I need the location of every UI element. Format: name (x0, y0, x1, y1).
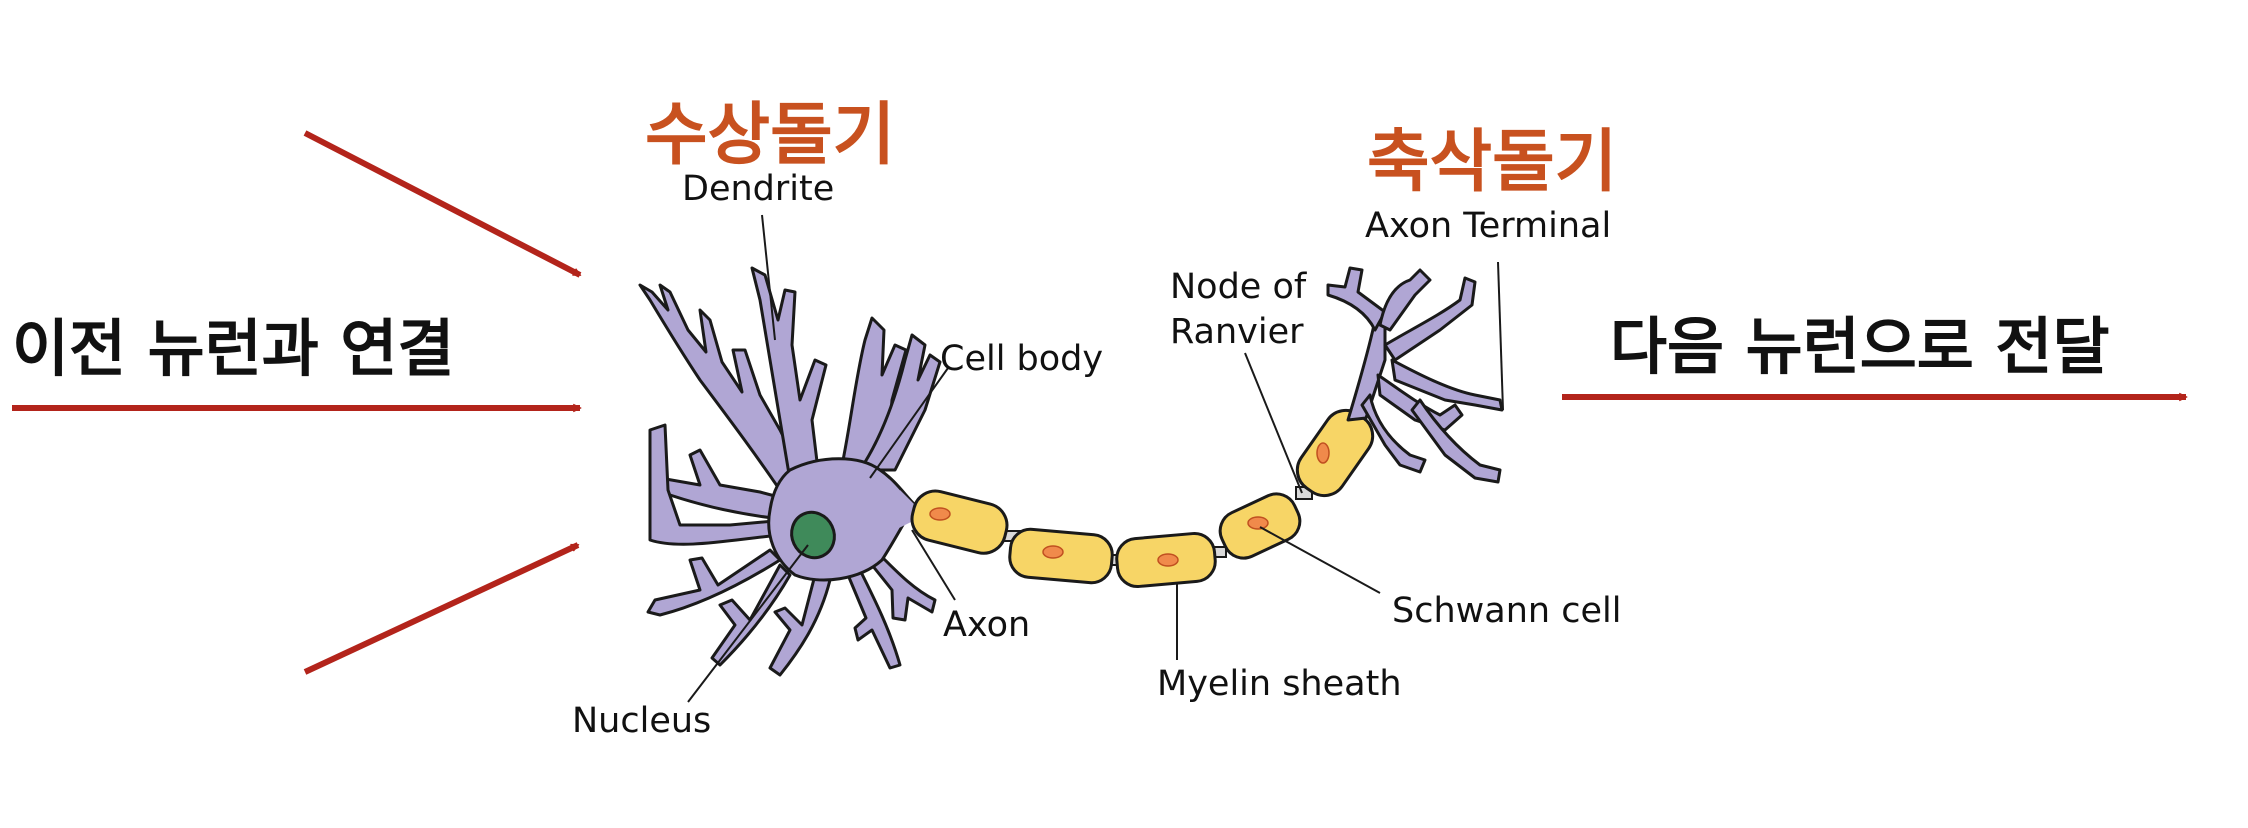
dendrite-lower-right-2 (870, 553, 937, 622)
myelin-segment-1 (910, 489, 1009, 555)
schwann-nuclei (929, 442, 1330, 567)
leader-node-of-ranvier (1244, 352, 1303, 494)
dendrite-lower-left-2 (710, 563, 792, 667)
input-connection-text: 이전 뉴런과 연결 (12, 312, 454, 385)
dendrite-label: Dendrite (682, 169, 834, 209)
leader-axon-terminal (1497, 261, 1504, 411)
leader-dendrite (761, 214, 776, 341)
nucleus-label: Nucleus (572, 701, 711, 741)
leader-lines (687, 214, 1504, 703)
dendrite-upper-left (638, 283, 802, 507)
leader-nucleus (687, 544, 809, 703)
axon-label: Axon (943, 605, 1030, 645)
dendrite-left (648, 448, 792, 522)
axon-terminal-korean-label: 축삭돌기 (1367, 123, 1617, 202)
input-arrow-bottom (303, 542, 578, 675)
output-transmission-text: 다음 뉴런으로 전달 (1610, 310, 2110, 383)
node-of-ranvier-label-line2: Ranvier (1170, 312, 1304, 352)
dendrite-upper-middle (750, 266, 828, 482)
dendrite-lower-right (846, 568, 902, 670)
dendrite-upper-right (838, 316, 908, 477)
leader-schwann-cell (1259, 526, 1381, 594)
input-arrows (12, 130, 580, 675)
axon-hillock (895, 490, 915, 530)
leader-axon (911, 529, 956, 601)
leader-cell-body (869, 367, 949, 479)
dendrites (638, 266, 942, 677)
dendrite-right (858, 333, 942, 472)
input-arrow-top (303, 130, 580, 278)
nucleus (790, 510, 836, 560)
node-of-ranvier-label-line1: Node of (1170, 267, 1307, 307)
dendrite-lower-left (646, 548, 782, 617)
myelin-sheath-label: Myelin sheath (1157, 664, 1402, 704)
dendrite-lower-middle (768, 573, 832, 677)
cell-body-label: Cell body (940, 339, 1103, 379)
schwann-cell-label: Schwann cell (1392, 591, 1621, 631)
dendrite-korean-label: 수상돌기 (645, 96, 895, 175)
cell-body (767, 457, 917, 582)
axon-terminal-label: Axon Terminal (1365, 206, 1611, 246)
axon-terminals (1326, 266, 1504, 484)
